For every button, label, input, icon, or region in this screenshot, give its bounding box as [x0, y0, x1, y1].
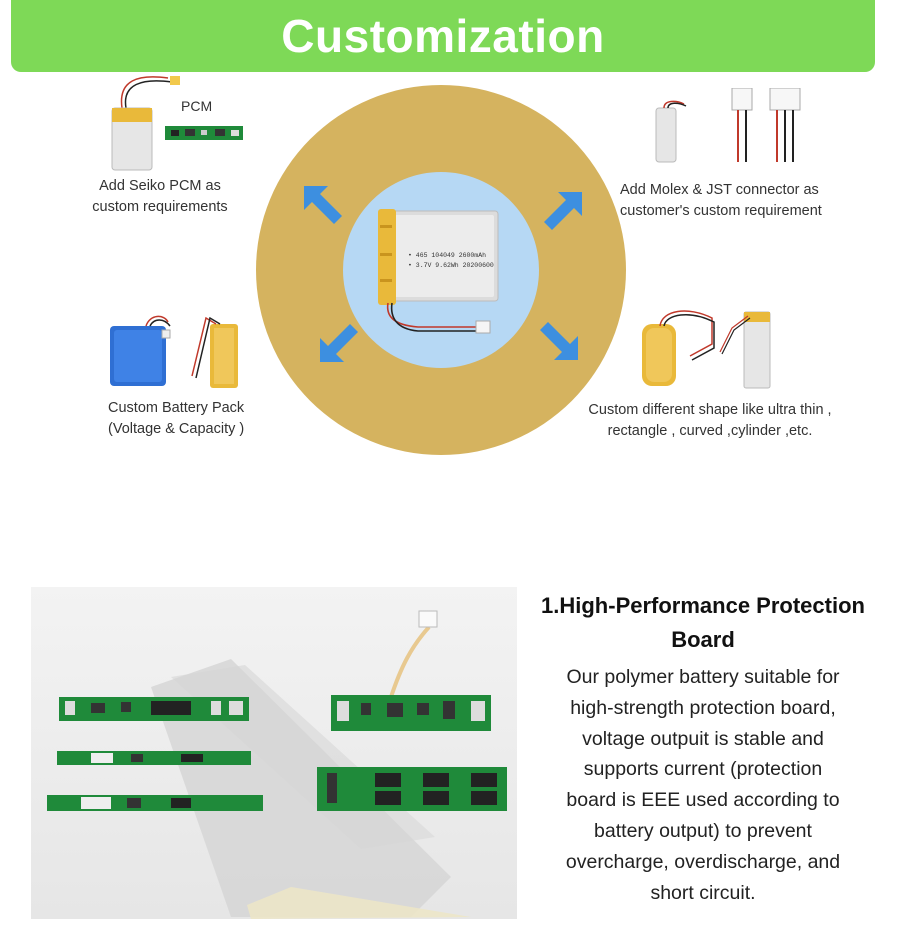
pcm-board-image — [165, 126, 243, 140]
protection-board-illustration — [47, 610, 507, 919]
shape-caption-line-1: Custom different shape like ultra thin , — [588, 402, 832, 418]
pack-caption-line-1: Custom Battery Pack — [108, 400, 245, 416]
protection-title-line-1: 1.High-Performance Protection — [541, 593, 865, 618]
center-battery-label-1: • 465 104049 2600mAh — [408, 252, 486, 259]
header-banner: Customization — [11, 0, 875, 72]
protection-body-line: high-strength protection board, — [570, 696, 836, 719]
custom-cell-image — [191, 316, 238, 388]
connector-caption-line-2: customer's custom requirement — [620, 203, 822, 219]
protection-description: Our polymer battery suitable for high-st… — [540, 662, 866, 908]
shape-caption: Custom different shape like ultra thin ,… — [572, 400, 848, 442]
protection-board-photo — [31, 587, 517, 919]
protection-body-line: board is EEE used according to — [566, 789, 840, 812]
protection-body-line: overcharge, overdischarge, and — [565, 850, 841, 873]
page-title: Customization — [281, 10, 605, 62]
pcm-caption: Add Seiko PCM as custom requirements — [84, 176, 236, 218]
arrow-top-right-icon — [544, 192, 582, 230]
pcb-board-2 — [57, 751, 251, 765]
pack-caption: Custom Battery Pack (Voltage & Capacity … — [108, 398, 244, 440]
battery-pack-image — [110, 315, 171, 386]
pcb-board-1 — [59, 697, 249, 721]
jst-connector-image — [731, 88, 753, 162]
protection-body-line: short circuit. — [650, 881, 756, 904]
protection-title-line-2: Board — [671, 627, 735, 652]
ultra-thin-battery-image — [719, 311, 771, 389]
protection-body-line: Our polymer battery suitable for — [566, 666, 840, 688]
shape-caption-line-2: rectangle , curved ,cylinder ,etc. — [607, 423, 813, 439]
pcm-battery-image — [111, 76, 180, 171]
protection-title: 1.High-Performance Protection Board — [522, 589, 884, 657]
pcm-label: PCM — [181, 98, 213, 114]
connector-caption-line-1: Add Molex & JST connector as — [620, 182, 819, 198]
pcb-board-3 — [47, 795, 263, 811]
connector-battery-image — [655, 100, 687, 163]
protection-body-line: battery output) to prevent — [594, 819, 812, 842]
center-battery-image: • 465 104049 2600mAh • 3.7V 9.62Wh 20200… — [378, 209, 499, 334]
pcm-caption-line-1: Add Seiko PCM as — [99, 178, 221, 194]
arrow-bottom-left-icon — [320, 324, 358, 362]
protection-body-line: supports current (protection — [583, 758, 823, 781]
pcm-caption-line-2: custom requirements — [92, 199, 228, 215]
pcb-board-5 — [317, 767, 507, 811]
arrow-top-left-icon — [304, 186, 342, 224]
center-battery-label-2: • 3.7V 9.62Wh 20200600 — [408, 262, 494, 269]
protection-body-line: voltage outpuit is stable and — [582, 727, 824, 750]
pack-caption-line-2: (Voltage & Capacity ) — [108, 421, 245, 437]
pcb-board-4 — [331, 695, 491, 731]
cylinder-battery-image — [642, 310, 715, 386]
molex-connector-image — [769, 88, 801, 162]
connector-caption: Add Molex & JST connector as customer's … — [620, 180, 848, 222]
arrow-bottom-right-icon — [540, 322, 578, 360]
